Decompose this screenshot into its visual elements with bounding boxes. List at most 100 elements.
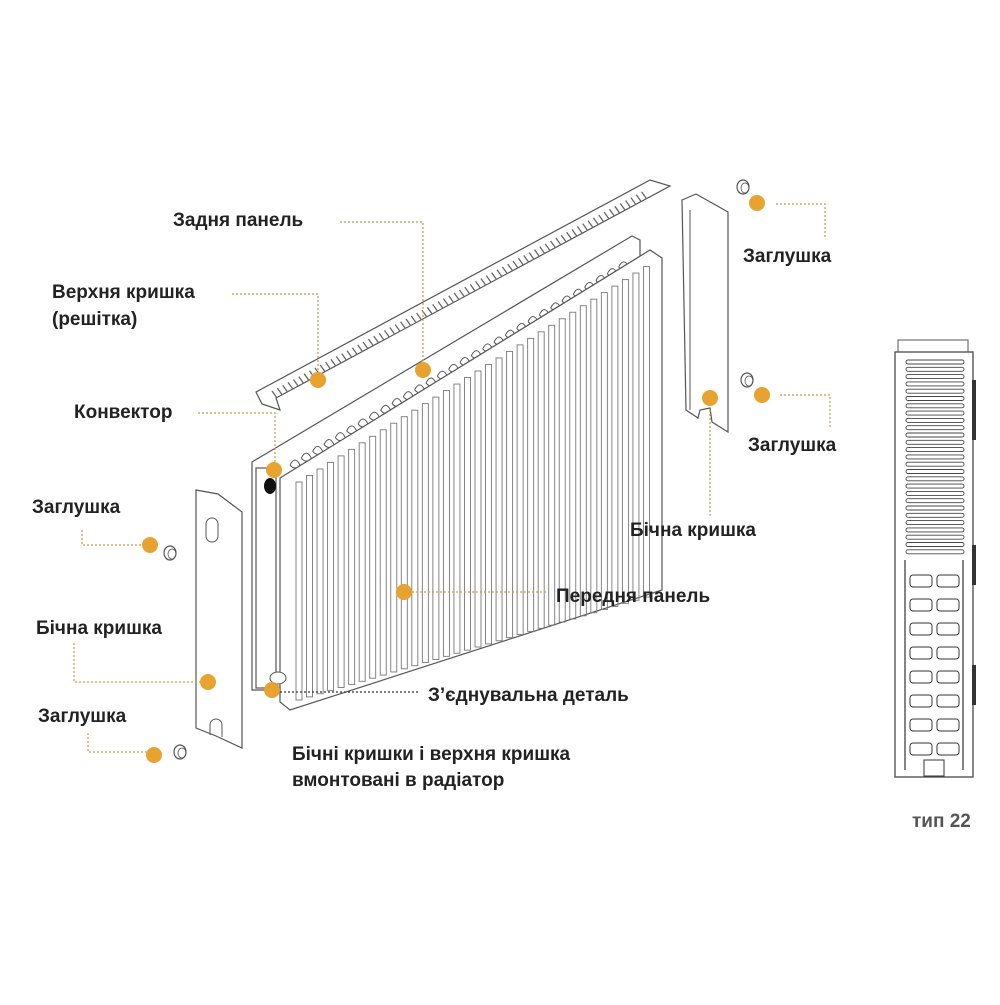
grille-slot bbox=[330, 358, 337, 367]
grille-slot bbox=[603, 211, 610, 220]
leader-top-cover bbox=[232, 293, 319, 380]
section-fin bbox=[905, 534, 965, 540]
section-fin bbox=[905, 483, 965, 489]
front-panel-channel bbox=[527, 337, 535, 632]
front-panel-channel bbox=[621, 279, 629, 604]
label-plug-right-top: Заглушка bbox=[743, 246, 832, 267]
label-top-cover: Верхня кришка bbox=[52, 282, 195, 303]
front-panel-channel bbox=[632, 272, 640, 601]
front-panel-channel bbox=[453, 383, 461, 654]
front-panel-channel bbox=[506, 350, 514, 639]
right-side-cover bbox=[681, 193, 729, 434]
grille-slot bbox=[319, 364, 326, 373]
side-cover-slot bbox=[205, 517, 219, 543]
grille-slot bbox=[555, 237, 562, 246]
section-fin bbox=[905, 542, 965, 547]
section-bracket bbox=[972, 665, 976, 705]
section-channel bbox=[909, 598, 933, 612]
grille-slot bbox=[362, 341, 369, 350]
section-outline bbox=[894, 351, 974, 778]
front-panel-channel bbox=[495, 357, 503, 642]
grille-slot bbox=[485, 275, 492, 283]
section-channel bbox=[909, 574, 933, 588]
grille-slot bbox=[582, 223, 589, 232]
plug-icon bbox=[173, 744, 187, 760]
grille-slot bbox=[587, 220, 594, 229]
grille-slot bbox=[560, 234, 567, 243]
grille-slot bbox=[608, 208, 616, 217]
callout-dot bbox=[396, 584, 412, 600]
section-channel bbox=[936, 742, 960, 756]
callout-dot bbox=[142, 537, 158, 553]
plug-icon bbox=[163, 545, 177, 561]
section-fin bbox=[905, 403, 965, 409]
grille-slot bbox=[475, 280, 482, 289]
front-panel-channel bbox=[306, 475, 313, 698]
grille-slot bbox=[426, 306, 433, 315]
section-fin bbox=[905, 520, 965, 526]
section-fin bbox=[905, 454, 965, 460]
label-plug-right-bottom: Заглушка bbox=[748, 435, 837, 456]
front-panel-channel bbox=[600, 292, 608, 611]
grille-slot bbox=[571, 229, 578, 237]
grille-slot bbox=[533, 249, 541, 257]
front-panel-channel bbox=[590, 298, 598, 614]
section-channel bbox=[909, 694, 933, 708]
section-fin bbox=[905, 359, 965, 365]
front-panel-channel bbox=[411, 409, 419, 667]
section-type-label: тип 22 bbox=[912, 811, 971, 832]
grille-slot bbox=[501, 266, 508, 275]
section-fin bbox=[905, 388, 965, 394]
grille-slot bbox=[539, 246, 546, 255]
section-fin bbox=[905, 425, 965, 431]
callout-dot bbox=[146, 747, 162, 763]
section-channel bbox=[909, 622, 933, 636]
callout-dot bbox=[310, 372, 326, 388]
callout-dot bbox=[200, 674, 216, 690]
grille-slot bbox=[325, 361, 332, 370]
grille-slot bbox=[507, 263, 514, 272]
front-panel-channel bbox=[537, 331, 545, 629]
grille-slot bbox=[635, 194, 642, 203]
leader-convector bbox=[198, 412, 276, 478]
grille-slot bbox=[598, 214, 605, 223]
pipe-opening bbox=[264, 478, 276, 494]
grille-slot bbox=[405, 318, 412, 327]
grille-slot bbox=[367, 338, 374, 347]
grille-slot bbox=[378, 332, 385, 341]
grille-slot bbox=[394, 324, 401, 333]
grille-slot bbox=[276, 387, 283, 396]
grille-slot bbox=[528, 252, 535, 260]
section-fin bbox=[905, 432, 965, 438]
front-panel-channel bbox=[295, 481, 303, 701]
grille-slot bbox=[416, 312, 423, 321]
grille-slot bbox=[496, 269, 503, 278]
front-panel-channel bbox=[474, 370, 482, 648]
label-side-cover-left: Бічна кришка bbox=[36, 618, 162, 639]
section-fin bbox=[905, 439, 965, 445]
grille-slot bbox=[576, 226, 583, 234]
front-panel-channel bbox=[327, 461, 335, 692]
label-convector: Конвектор bbox=[74, 402, 173, 423]
front-panel-channel bbox=[316, 468, 324, 695]
label-back-panel: Задня панель bbox=[173, 210, 304, 231]
section-fin bbox=[905, 490, 965, 496]
label-plug-left-top: Заглушка bbox=[32, 497, 121, 518]
grille-slot bbox=[287, 381, 294, 390]
section-fin bbox=[905, 469, 965, 474]
grille-slot bbox=[346, 350, 353, 358]
grille-slot bbox=[373, 335, 380, 344]
grille-slot bbox=[298, 376, 305, 384]
front-panel-channel bbox=[432, 396, 440, 660]
grille-slot bbox=[351, 347, 358, 356]
grille-slot bbox=[335, 355, 342, 364]
front-panel-channel bbox=[516, 344, 524, 635]
section-fin bbox=[905, 417, 965, 423]
grille-slot bbox=[400, 321, 407, 330]
callout-dot bbox=[264, 682, 280, 698]
grille-slot bbox=[592, 217, 599, 226]
callout-dot bbox=[749, 195, 765, 211]
grille-slot bbox=[614, 205, 621, 214]
